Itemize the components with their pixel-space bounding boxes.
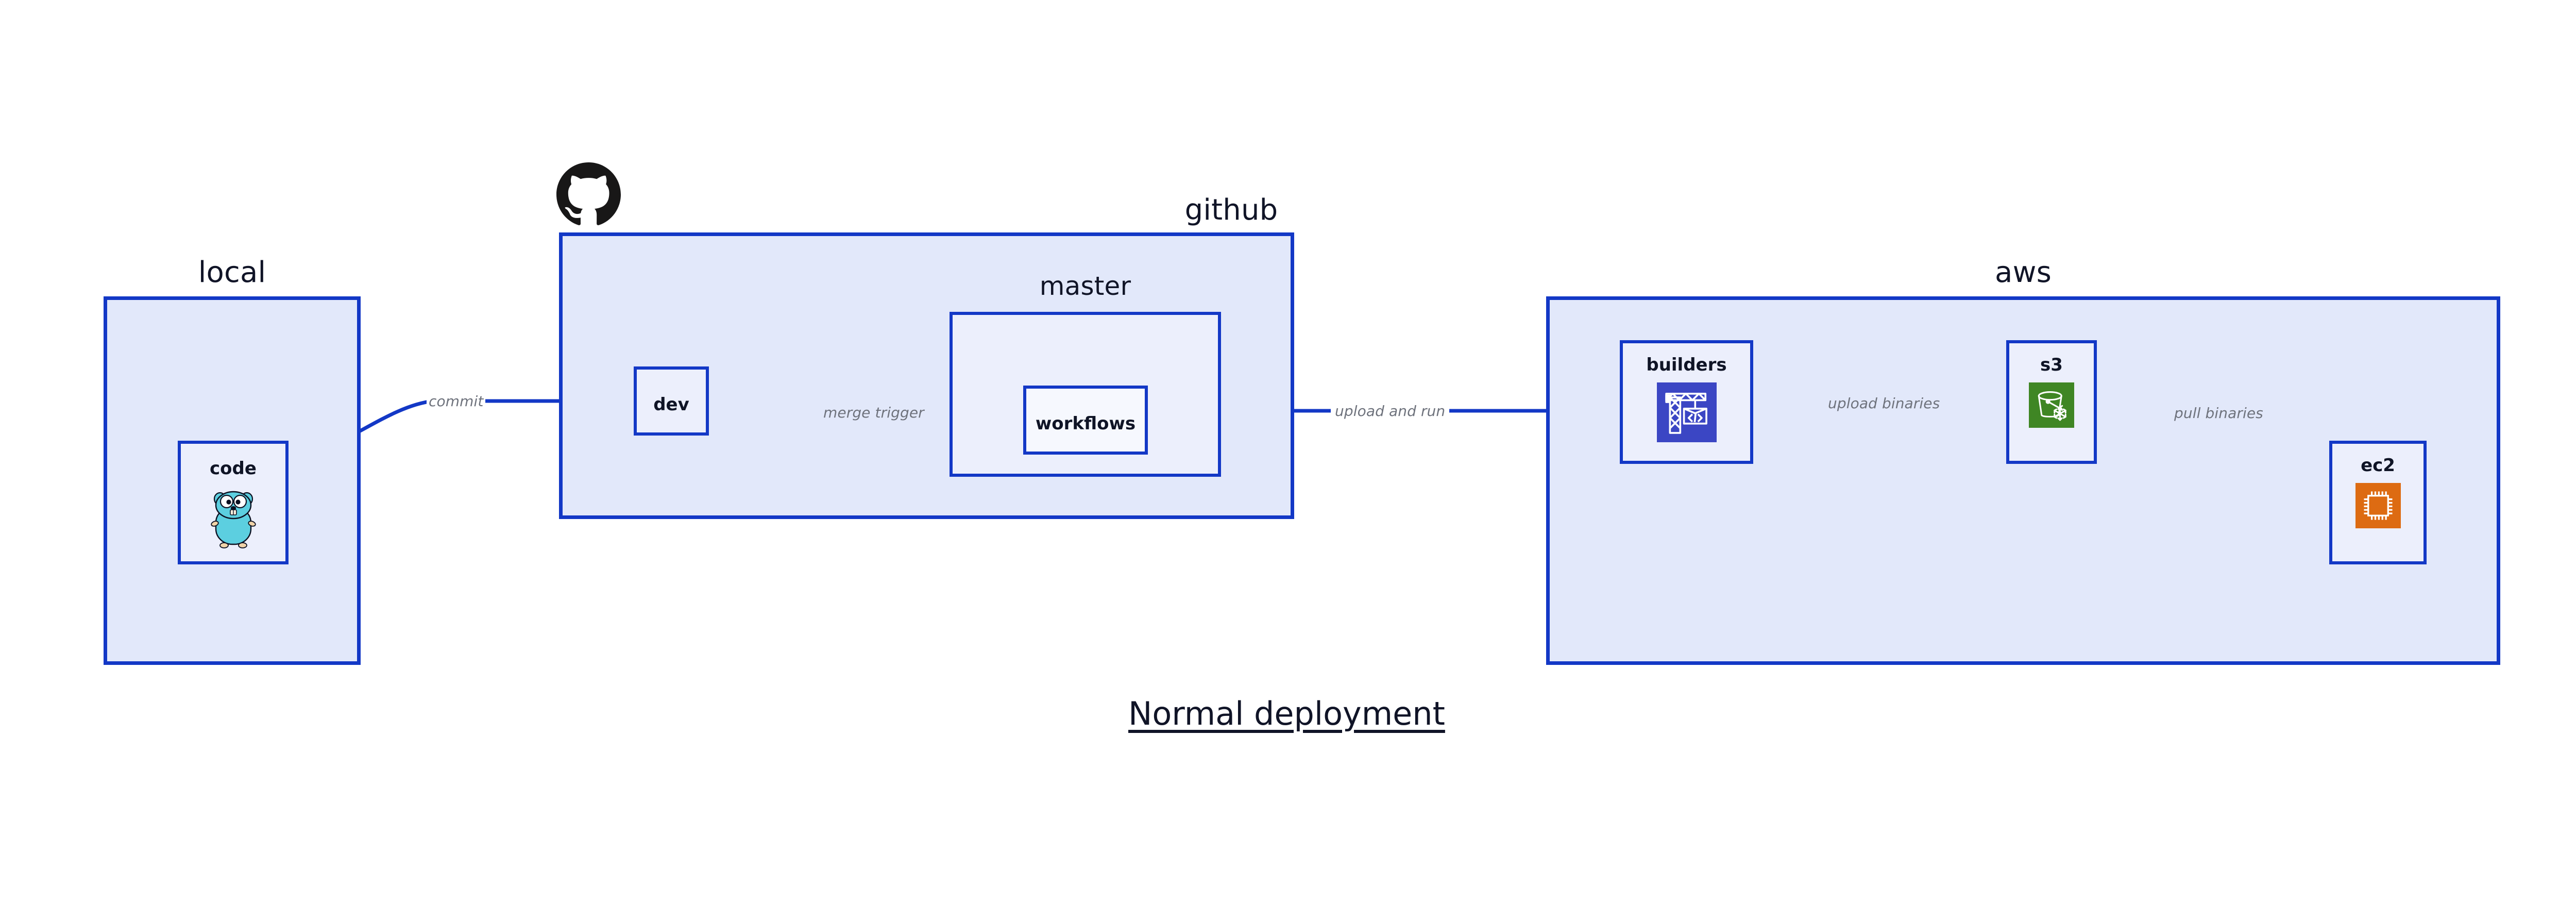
node-dev-label: dev (653, 394, 689, 415)
node-s3[interactable]: s3 (2006, 340, 2097, 464)
node-dev[interactable]: dev (634, 366, 709, 436)
node-ec2-label: ec2 (2361, 455, 2395, 476)
aws-s3-glacier-bucket-icon (2029, 382, 2074, 428)
node-ec2[interactable]: ec2 (2329, 441, 2427, 564)
edge-label-merge-trigger: merge trigger (820, 404, 927, 421)
group-label-github: github (1184, 193, 1278, 227)
aws-ec2-chip-icon (2355, 483, 2401, 528)
node-workflows-label: workflows (1035, 413, 1136, 434)
edge-label-commit: commit (427, 393, 486, 410)
aws-codebuild-crane-icon (1656, 382, 1717, 442)
group-label-aws: aws (1995, 256, 2052, 289)
node-workflows[interactable]: workflows (1023, 386, 1148, 455)
github-octocat-icon (556, 162, 621, 227)
node-code-label: code (210, 458, 257, 479)
group-label-local: local (198, 256, 266, 289)
edge-label-upload-binaries: upload binaries (1824, 395, 1944, 412)
group-label-master: master (1039, 271, 1131, 301)
node-builders[interactable]: builders (1620, 340, 1753, 464)
edge-label-upload-and-run: upload and run (1331, 403, 1450, 420)
node-s3-label: s3 (2040, 355, 2063, 375)
edge-label-pull-binaries: pull binaries (2170, 405, 2267, 422)
diagram-title: Normal deployment (1128, 695, 1445, 732)
go-gopher-icon (208, 488, 259, 549)
node-builders-label: builders (1646, 355, 1727, 375)
node-code[interactable]: code (178, 441, 289, 564)
